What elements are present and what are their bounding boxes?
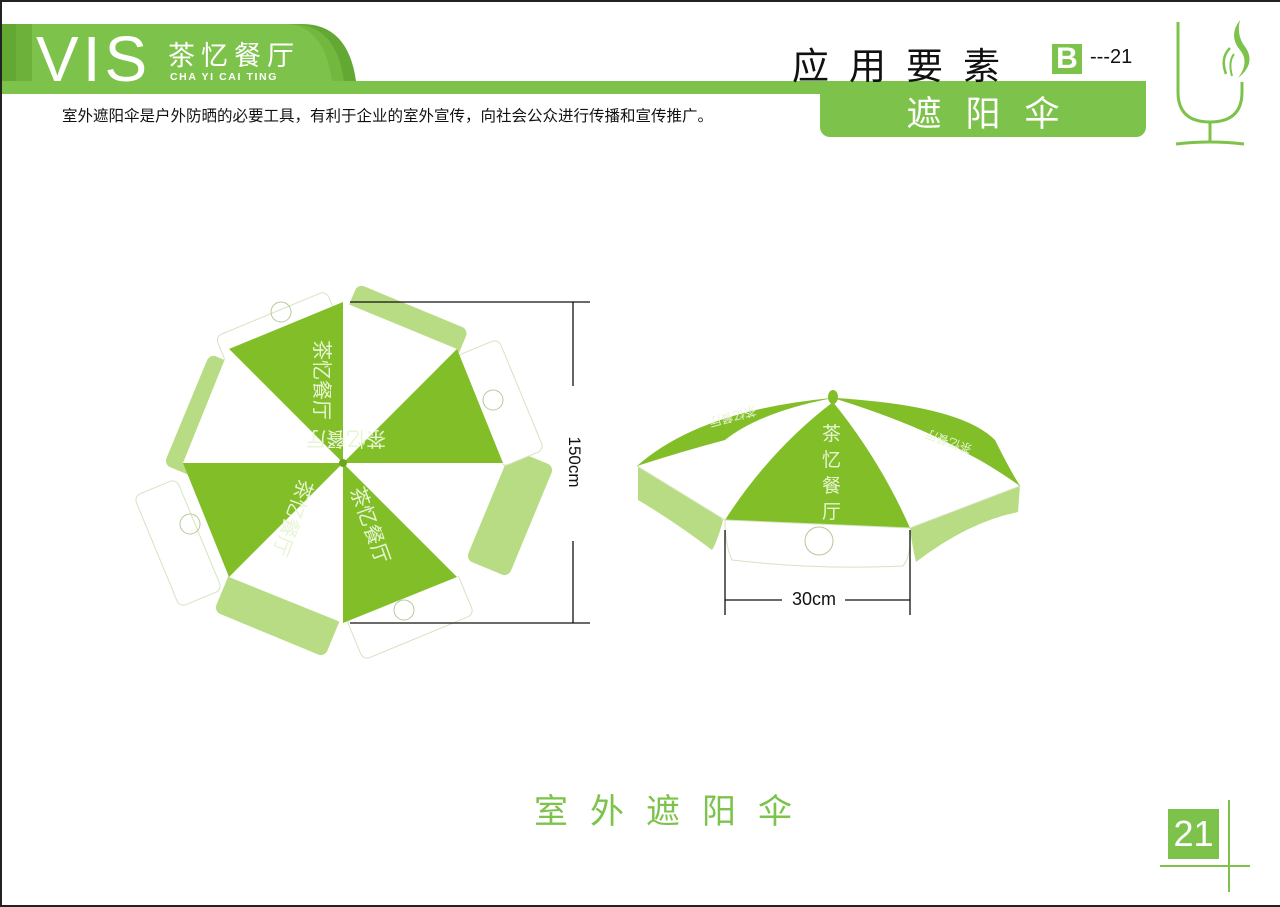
panel-text: 茶忆餐厅 [310,340,334,420]
side-panel-text-1: 茶 [822,423,841,445]
page-number: 21 [1168,809,1219,859]
section-title: 应用要素 [792,45,1020,88]
vis-logo-text: VIS [36,23,152,95]
description-text: 室外遮阳伞是户外防晒的必要工具，有利于企业的室外宣传，向社会公众进行传播和宣传推… [62,107,714,125]
crop-mark-vertical [1228,800,1230,892]
subtitle-label: 遮阳伞 [906,95,1084,135]
umbrella-side-view: 茶 忆 餐 厅 茶忆餐厅 茶忆餐厅 [636,390,1021,568]
width-dimension-line [724,530,911,615]
height-dimension-label: 150cm [565,436,584,488]
panel-text: 茶忆餐厅 [306,427,386,451]
side-panel-text-3: 餐 [822,475,841,497]
height-dimension-line [350,301,590,624]
width-dimension-label: 30cm [791,589,836,609]
crop-mark-horizontal [1160,865,1250,867]
brand-name-chinese: 茶忆餐厅 [168,41,300,72]
section-badge: B [1052,44,1082,74]
subtitle-tab [820,94,1146,137]
side-panel-text-2: 忆 [822,449,841,471]
wine-glass-with-steam-icon [1175,20,1250,146]
brand-name-pinyin: CHA YI CAI TING [170,71,279,83]
footer-title: 室外遮阳伞 [534,792,814,832]
side-panel-text-4: 厅 [822,501,841,523]
page-code: ---21 [1090,46,1133,68]
header-divider-strip [2,81,1146,94]
umbrella-top-view: 茶忆餐厅 茶忆餐厅 茶忆餐厅 茶忆餐厅 [135,285,553,659]
header-brand-band [2,24,356,94]
